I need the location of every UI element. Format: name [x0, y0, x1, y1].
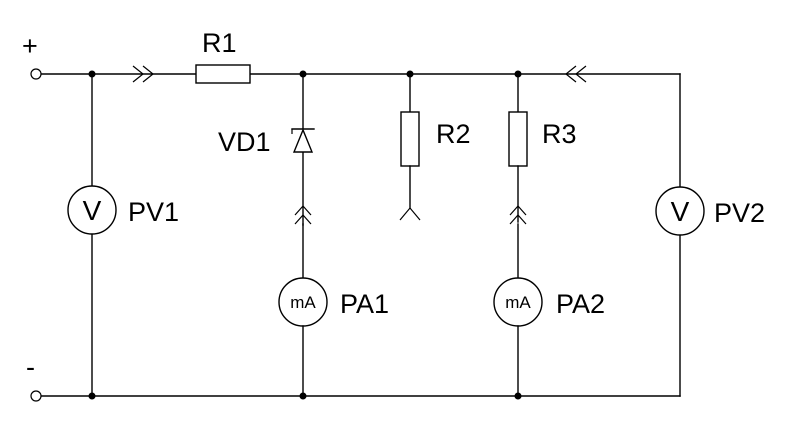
connector-chevron-left [132, 65, 154, 83]
resistor-r1-label: R1 [202, 28, 237, 58]
diode-vd1-label: VD1 [218, 127, 271, 157]
connector-chevron-right [565, 65, 587, 83]
ammeter-pa1-symbol: mA [290, 293, 316, 312]
junction-dot [88, 70, 96, 78]
resistor-r2-label: R2 [436, 119, 471, 149]
resistor-r2-branch: R2 [399, 73, 471, 221]
junction-dot [514, 70, 522, 78]
positive-terminal: + [22, 31, 42, 80]
voltmeter-pv1-label: PV1 [128, 197, 179, 227]
junction-dot [299, 70, 307, 78]
ammeter-pa2: mA PA2 [493, 277, 605, 397]
voltmeter-pv2: V PV2 [655, 186, 765, 236]
voltmeter-pv1-symbol: V [83, 195, 102, 226]
negative-terminal-label: - [26, 352, 35, 382]
positive-terminal-label: + [22, 31, 38, 61]
negative-terminal: - [26, 352, 42, 402]
voltmeter-pv1-branch: V PV1 [67, 73, 179, 397]
ammeter-pa2-label: PA2 [556, 289, 605, 319]
resistor-r3-label: R3 [542, 119, 577, 149]
junction-dot [299, 392, 307, 400]
resistor-r1: R1 [195, 28, 251, 84]
junction-dots [88, 70, 522, 400]
resistor-r3-branch: R3 [508, 73, 577, 279]
ammeter-pa1-label: PA1 [340, 289, 389, 319]
top-rail [39, 73, 681, 191]
diode-vd1-branch: VD1 [218, 73, 315, 279]
junction-dot [406, 70, 414, 78]
diode-vd1-symbol [292, 128, 314, 153]
junction-dot [88, 392, 96, 400]
ammeter-pa1: mA PA1 [278, 277, 389, 397]
ammeter-pa2-symbol: mA [505, 293, 531, 312]
voltmeter-pv2-symbol: V [671, 196, 690, 227]
bottom-rail [39, 231, 681, 397]
junction-dot [514, 392, 522, 400]
voltmeter-pv2-label: PV2 [714, 198, 765, 228]
